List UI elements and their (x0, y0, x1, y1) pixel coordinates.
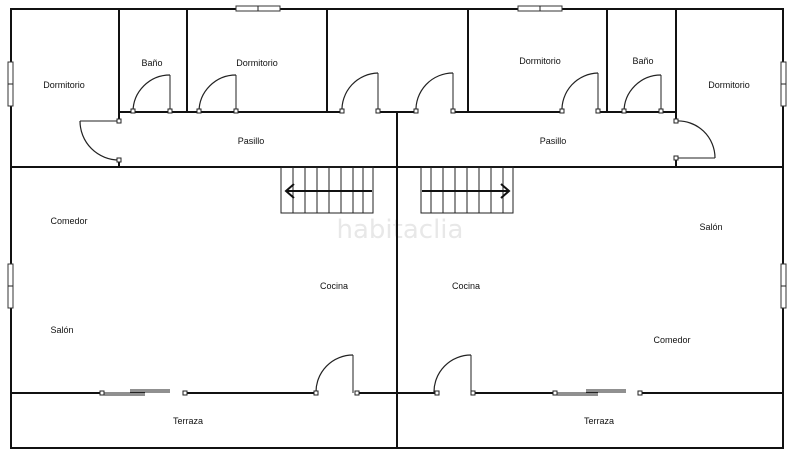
door (313, 354, 360, 396)
door (673, 118, 716, 161)
door (621, 74, 664, 114)
room-label-cocina: Cocina (452, 281, 480, 291)
door (433, 354, 476, 396)
door (339, 72, 381, 114)
staircase (280, 166, 374, 214)
door (79, 118, 122, 163)
room-label-cocina: Cocina (320, 281, 348, 291)
door (559, 72, 601, 114)
door (196, 74, 239, 114)
room-label-comedor: Comedor (50, 216, 87, 226)
sliding-door (99, 389, 188, 396)
door (413, 72, 456, 114)
room-label-terraza: Terraza (584, 416, 614, 426)
room-label-dormitorio: Dormitorio (708, 80, 750, 90)
sliding-door (552, 389, 643, 396)
room-label-salon: Salón (50, 325, 73, 335)
room-label-dormitorio: Dormitorio (43, 80, 85, 90)
room-label-dormitorio: Dormitorio (236, 58, 278, 68)
room-label-comedor: Comedor (653, 335, 690, 345)
room-label-pasillo: Pasillo (540, 136, 567, 146)
room-label-salon: Salón (699, 222, 722, 232)
room-label-bano: Baño (141, 58, 162, 68)
door (130, 74, 173, 114)
room-label-pasillo: Pasillo (238, 136, 265, 146)
room-label-terraza: Terraza (173, 416, 203, 426)
staircase (420, 166, 514, 214)
watermark: habitaclia (337, 215, 464, 245)
room-label-dormitorio: Dormitorio (519, 56, 561, 66)
room-label-bano: Baño (632, 56, 653, 66)
